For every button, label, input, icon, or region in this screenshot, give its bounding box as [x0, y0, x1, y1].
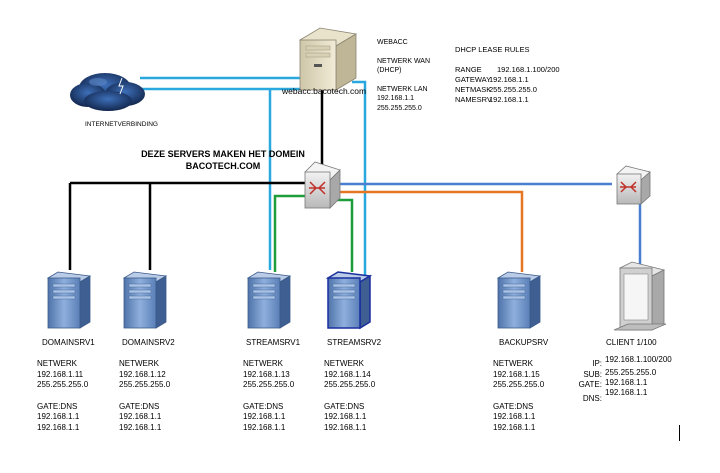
gateway-wan-mode: (DHCP): [377, 67, 402, 74]
dhcp-key: GATEWAY: [455, 75, 492, 84]
server-ip: 192.168.1.13: [243, 369, 290, 379]
server-ip: 192.168.1.12: [119, 369, 166, 379]
gateway-info: WEBACC NETWERK WAN (DHCP) NETWERK LAN 19…: [377, 38, 430, 113]
server-dns: 192.168.1.1: [324, 422, 367, 432]
server-net-label: NETWERK: [243, 359, 283, 368]
dhcp-value: 255.255.255.0: [489, 85, 537, 94]
server-gate: 192.168.1.1: [243, 412, 286, 421]
server-gate-label: GATE:DNS: [493, 401, 534, 411]
domain-note-line2: BACOTECH.COM: [185, 161, 261, 171]
dhcp-row: NAMESRV192.168.1.1: [455, 95, 560, 105]
server-name: DOMAINSRV1: [42, 338, 95, 347]
server-net-label: NETWERK: [493, 359, 533, 368]
server-dns: 192.168.1.1: [493, 422, 536, 432]
server-icon: [325, 271, 373, 330]
dhcp-key: NETMASK: [455, 85, 492, 94]
server-dns: 192.168.1.1: [119, 422, 162, 432]
dhcp-value: 192.168.1.1: [489, 75, 529, 84]
server-name: DOMAINSRV2: [122, 338, 175, 347]
main-switch-icon: [304, 161, 341, 209]
internet-label: INTERNETVERBINDING: [85, 121, 158, 128]
server-icon: [46, 271, 92, 329]
client-pc-icon: [613, 261, 667, 331]
client-field-label: IP:: [592, 359, 602, 368]
server-gate-label: GATE:DNS: [37, 401, 78, 411]
server-dns: 192.168.1.1: [37, 422, 80, 432]
servers-layer: [46, 271, 542, 330]
client-field-label: GATE:: [578, 380, 602, 389]
gateway-host-label: webacc.bacotech.com: [282, 86, 367, 96]
client-field-label: DNS:: [582, 393, 602, 403]
gateway-lan-ip: 192.168.1.1: [377, 95, 414, 102]
internet-cloud-icon: [70, 73, 145, 111]
server-mask: 255.255.255.0: [119, 380, 171, 389]
server-name: BACKUPSRV: [499, 338, 549, 347]
dhcp-value: 192.168.1.1: [489, 95, 529, 104]
client-switch-icon: [616, 165, 651, 205]
server-net-label: NETWERK: [119, 359, 159, 368]
server-net-label: NETWERK: [37, 359, 77, 368]
client-name: CLIENT 1/100: [606, 338, 657, 347]
wan-cable-gateway-to-switch: [352, 80, 367, 280]
server-icon: [246, 271, 292, 329]
dhcp-key: RANGE: [455, 65, 482, 74]
server-ip: 192.168.1.14: [324, 369, 371, 379]
client-cables: [340, 182, 642, 272]
backup-cable: [338, 190, 524, 272]
dhcp-row: NETMASK255.255.255.0: [455, 85, 560, 95]
dhcp-key: NAMESRV: [455, 95, 492, 104]
gateway-server-icon: [298, 27, 358, 91]
dhcp-title: DHCP LEASE RULES: [455, 45, 530, 54]
server-mask: 255.255.255.0: [493, 380, 545, 389]
client-field-label: SUB:: [583, 369, 602, 379]
server-net-label: NETWERK: [324, 359, 364, 368]
server-mask: 255.255.255.0: [324, 380, 376, 389]
server-ip: 192.168.1.15: [493, 369, 540, 379]
client-field-value: 192.168.1.1: [605, 387, 648, 397]
server-gate-label: GATE:DNS: [243, 401, 284, 411]
gateway-name: WEBACC: [377, 39, 408, 46]
domain-note: DEZE SERVERS MAKEN HET DOMEIN BACOTECH.C…: [118, 148, 328, 172]
server-gate-label: GATE:DNS: [324, 401, 365, 411]
server-gate: 192.168.1.1: [324, 412, 367, 421]
server-icon: [496, 271, 542, 329]
stream-cable-streamsrv2: [330, 198, 354, 272]
client-field-value: 192.168.1.1: [605, 378, 648, 387]
wan-cables: [140, 76, 367, 280]
client-field-value: 255.255.255.0: [605, 367, 657, 377]
dhcp-row: RANGE 192.168.1.100/200: [455, 65, 560, 75]
gateway-wan-label: NETWERK WAN: [377, 57, 431, 65]
server-icon: [122, 271, 168, 329]
gateway-lan-label: NETWERK LAN: [377, 85, 428, 93]
server-mask: 255.255.255.0: [37, 380, 89, 389]
server-dns: 192.168.1.1: [243, 422, 286, 432]
server-gate: 192.168.1.1: [493, 412, 536, 421]
server-gate-label: GATE:DNS: [119, 401, 160, 411]
dhcp-row: GATEWAY192.168.1.1: [455, 75, 560, 85]
server-gate: 192.168.1.1: [37, 412, 80, 421]
lan-cables: [68, 86, 324, 270]
server-gate: 192.168.1.1: [119, 412, 162, 421]
server-name: STREAMSRV2: [327, 338, 382, 347]
dhcp-value: 192.168.1.100/200: [497, 65, 560, 74]
server-mask: 255.255.255.0: [243, 380, 295, 389]
stream-cable-streamsrv1: [273, 194, 307, 272]
server-name: STREAMSRV1: [246, 338, 301, 347]
gateway-lan-mask: 255.255.255.0: [377, 104, 422, 112]
text-cursor: [679, 425, 680, 441]
client-field-value: 192.168.1.100/200: [605, 355, 672, 364]
domain-note-line1: DEZE SERVERS MAKEN HET DOMEIN: [141, 149, 305, 159]
server-ip: 192.168.1.11: [37, 369, 84, 379]
